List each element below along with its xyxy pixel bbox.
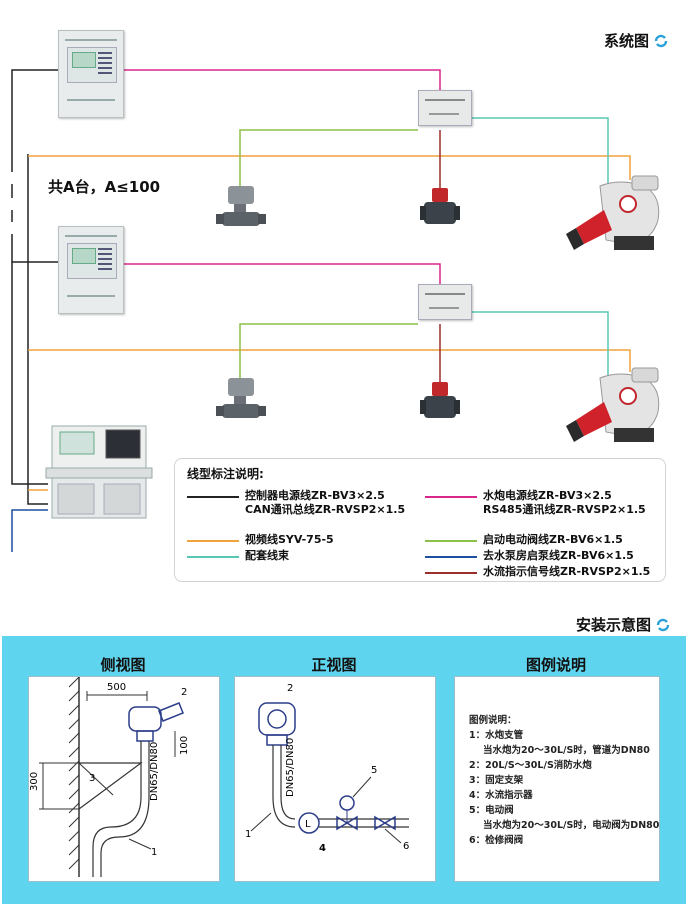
front-callout-4: 4 xyxy=(319,843,326,854)
wiring-diagram xyxy=(11,69,660,552)
front-pipe-label: DN65/DN80 xyxy=(285,738,296,797)
legend-line: 4：水流指示器 xyxy=(469,790,533,801)
front-callout-1: 1 xyxy=(245,829,251,840)
cannon-controller xyxy=(58,30,124,118)
svg-text:L: L xyxy=(305,819,311,830)
electric-valve-symbol xyxy=(336,815,358,831)
junction-box xyxy=(418,90,472,126)
valve-lines xyxy=(239,129,418,378)
side-view-title: 侧视图 xyxy=(100,656,146,674)
front-callout-2: 2 xyxy=(287,683,293,694)
legend-panel-title: 图例说明 xyxy=(525,656,586,674)
legend-line: 6：检修阀阀 xyxy=(469,835,524,846)
legend-line: 1：水炮支管 xyxy=(469,730,524,741)
side-callout-1: 1 xyxy=(151,847,157,858)
cannon-controller xyxy=(58,226,124,314)
legend-item: 去水泵房启泵线ZR-BV6×1.5 xyxy=(425,549,634,563)
front-callout-5: 5 xyxy=(371,765,377,776)
video-lines xyxy=(28,155,631,491)
harness-lines xyxy=(462,117,609,378)
water-cannon xyxy=(566,367,660,442)
legend-line: 2：20L/S～30L/S消防水炮 xyxy=(469,760,592,771)
legend-line: 图例说明： xyxy=(469,715,517,726)
legend-line: 当水炮为20～30L/S时，电动阀为DN80 xyxy=(483,820,660,831)
install-legend-box: 图例说明： 1：水炮支管 当水炮为20～30L/S时，管道为DN80 2：20L… xyxy=(454,676,660,882)
pump-start-line xyxy=(11,509,48,552)
legend-title: 线型标注说明: xyxy=(187,467,264,481)
dim-300-label: 300 xyxy=(29,772,40,791)
water-flow-indicator xyxy=(420,188,460,224)
side-callout-2: 2 xyxy=(181,687,187,698)
dim-500-label: 500 xyxy=(107,682,126,693)
water-flow-indicator xyxy=(420,382,460,418)
legend-item: 配套线束 xyxy=(187,549,289,563)
control-console xyxy=(45,425,153,519)
side-callout-3: 3 xyxy=(89,773,95,784)
electric-valve xyxy=(216,186,266,226)
side-pipe-label: DN65/DN80 xyxy=(149,742,160,801)
count-label: 共A台，A≤100 xyxy=(48,178,161,196)
refresh-icon xyxy=(654,34,668,47)
water-cannon xyxy=(566,175,660,250)
side-view-drawing: 500 300 100 2 DN65/DN80 3 1 xyxy=(28,676,220,882)
flow-indicator-symbol xyxy=(298,812,320,834)
gate-valve-symbol xyxy=(374,815,396,831)
legend-item: 启动电动阀线ZR-BV6×1.5 xyxy=(425,533,623,547)
dim-100-label: 100 xyxy=(179,736,190,755)
cannon-power-lines xyxy=(122,69,441,284)
legend-line: 3：固定支架 xyxy=(469,775,524,786)
system-diagram-title: 系统图 xyxy=(604,30,669,51)
refresh-icon xyxy=(656,618,670,631)
junction-box xyxy=(418,284,472,320)
electric-valve xyxy=(216,378,266,418)
can-bus-lines xyxy=(11,69,58,505)
front-view-title: 正视图 xyxy=(311,656,357,674)
front-view-drawing: 2 DN65/DN80 L 5 4 6 1 xyxy=(234,676,436,882)
legend-line: 当水炮为20～30L/S时，管道为DN80 xyxy=(483,745,650,756)
legend-item: 视频线SYV-75-5 xyxy=(187,533,334,547)
front-callout-6: 6 xyxy=(403,841,409,852)
legend-item: 水流指示信号线ZR-RVSP2×1.5 xyxy=(425,565,650,579)
legend-line: 5：电动阀 xyxy=(469,805,514,816)
install-diagram-title: 安装示意图 xyxy=(576,614,671,635)
